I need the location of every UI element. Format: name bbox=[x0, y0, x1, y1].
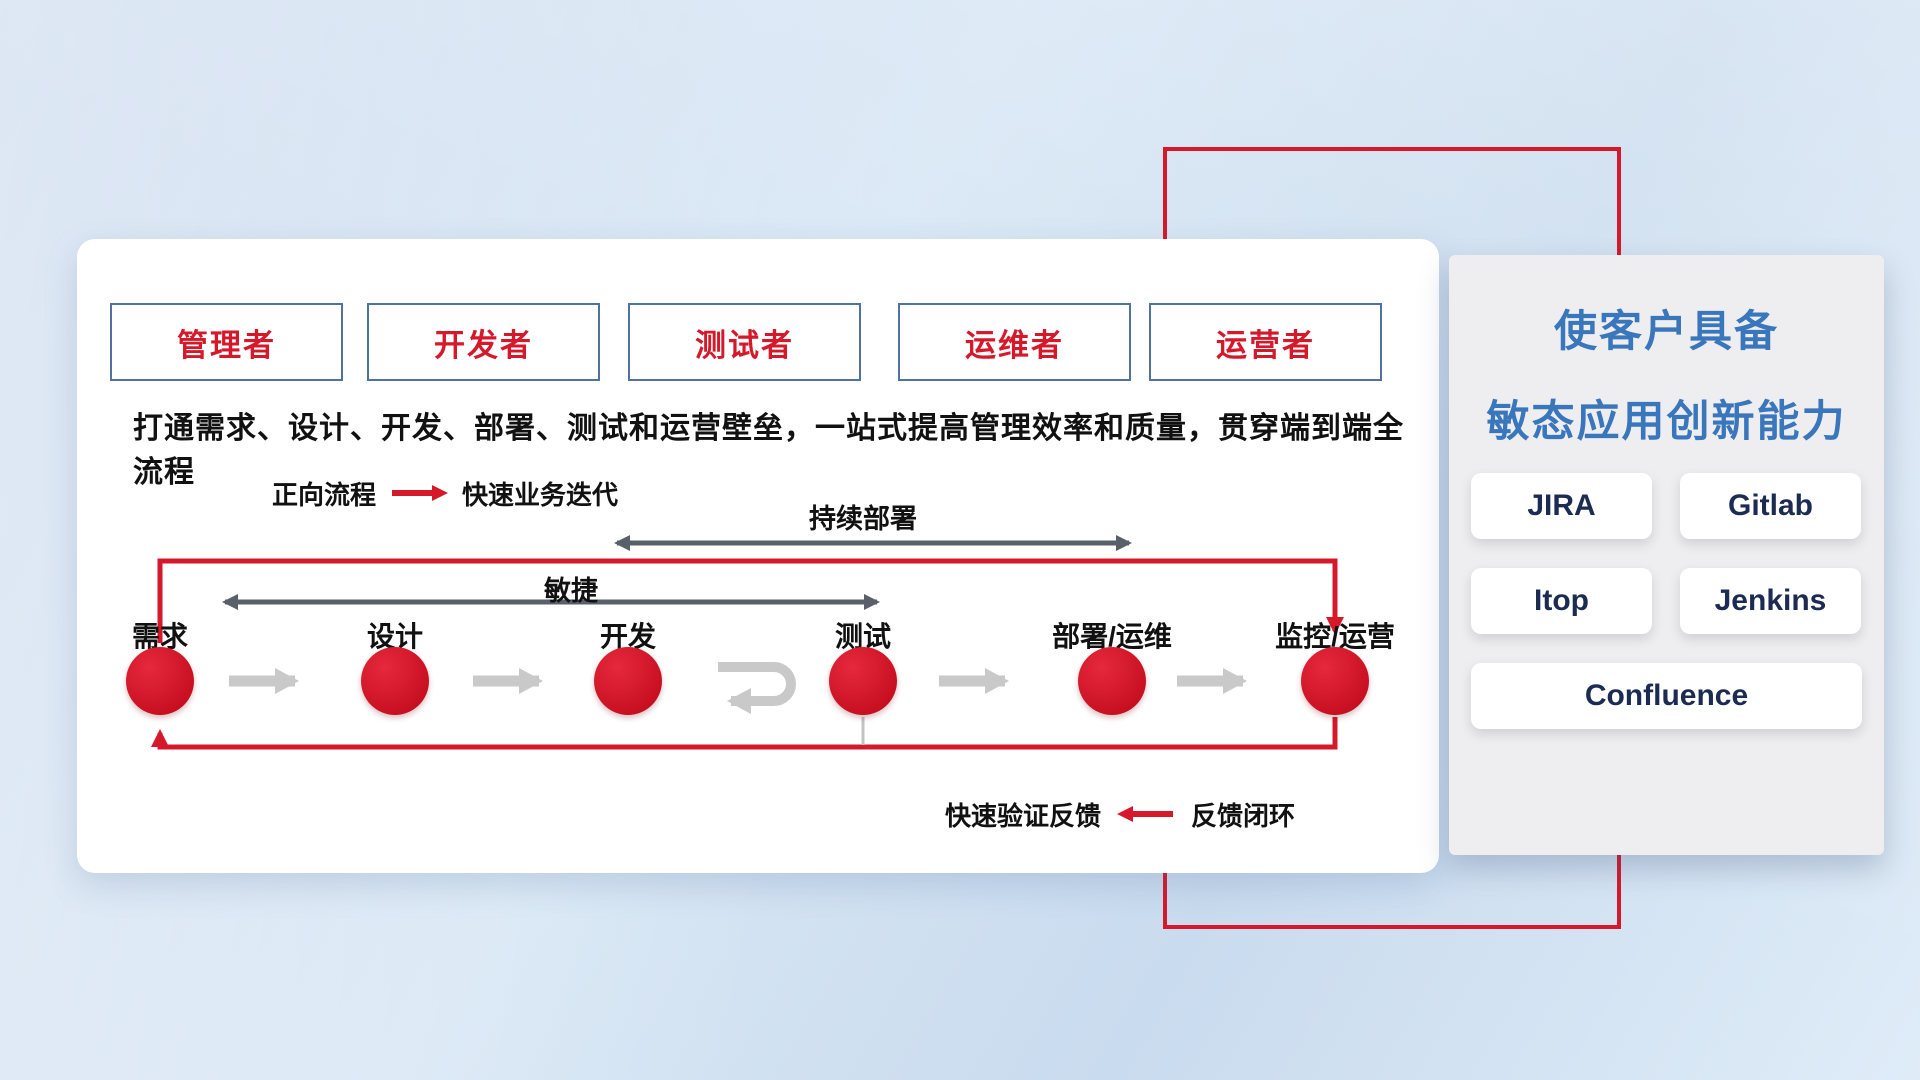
node-circle-requirements bbox=[126, 647, 194, 715]
role-box-manager: 管理者 bbox=[110, 303, 343, 381]
role-label: 管理者 bbox=[177, 327, 276, 363]
legend-forward-label: 正向流程 bbox=[272, 479, 377, 510]
flow-arrows-layer bbox=[151, 535, 1344, 750]
node-label-deploy-ops: 部署/运维 bbox=[1052, 621, 1172, 652]
tools-grid: JIRA Gitlab Itop Jenkins Confluence bbox=[1471, 473, 1862, 729]
panel-title-line1: 使客户具备 bbox=[1554, 308, 1779, 356]
tool-itop: Itop bbox=[1471, 568, 1652, 634]
node-label-design: 设计 bbox=[366, 621, 423, 652]
tool-jira: JIRA bbox=[1471, 473, 1652, 539]
tool-gitlab: Gitlab bbox=[1680, 473, 1861, 539]
node-circle-deploy-ops bbox=[1078, 647, 1146, 715]
left-arrow-icon bbox=[1117, 806, 1174, 822]
iteration-uturn-icon bbox=[718, 662, 796, 714]
legend-feedback: 快速验证反馈 反馈闭环 bbox=[945, 797, 1295, 831]
role-label: 开发者 bbox=[434, 327, 533, 363]
node-label-development: 开发 bbox=[599, 621, 656, 652]
legend-forward-value: 快速业务迭代 bbox=[462, 479, 619, 510]
forward-loop-line bbox=[157, 558, 1344, 643]
agile-label: 敏捷 bbox=[544, 576, 598, 606]
continuous-deploy-label: 持续部署 bbox=[809, 504, 917, 534]
node-label-requirements: 需求 bbox=[131, 621, 188, 652]
node-circle-development bbox=[594, 647, 662, 715]
right-arrow-icon bbox=[392, 485, 449, 501]
node-label-monitor-operate: 监控/运营 bbox=[1275, 621, 1395, 652]
node-circle-testing bbox=[829, 647, 897, 715]
node-circle-design bbox=[361, 647, 429, 715]
panel-title-line2: 敏态应用创新能力 bbox=[1486, 398, 1847, 446]
feedback-loop-line bbox=[151, 717, 1338, 750]
flow-description: 打通需求、设计、开发、部署、测试和运营壁垒，一站式提高管理效率和质量，贯穿端到端… bbox=[133, 412, 1404, 489]
role-label: 运营者 bbox=[1216, 327, 1315, 363]
role-box-tester: 测试者 bbox=[628, 303, 861, 381]
tool-confluence: Confluence bbox=[1471, 663, 1862, 729]
legend-forward: 正向流程 快速业务迭代 bbox=[272, 477, 619, 510]
role-label: 测试者 bbox=[695, 327, 794, 363]
legend-feedback-value: 反馈闭环 bbox=[1191, 800, 1296, 831]
tool-jenkins: Jenkins bbox=[1680, 568, 1861, 634]
capability-panel: 使客户具备 敏态应用创新能力 JIRA Gitlab Itop Jenkins … bbox=[1449, 255, 1884, 855]
node-circle-monitor-operate bbox=[1301, 647, 1369, 715]
role-box-ops: 运维者 bbox=[898, 303, 1131, 381]
role-label: 运维者 bbox=[965, 327, 1064, 363]
role-box-developer: 开发者 bbox=[367, 303, 600, 381]
node-label-testing: 测试 bbox=[834, 621, 891, 652]
role-box-operator: 运营者 bbox=[1149, 303, 1382, 381]
devops-flow-card: 管理者 开发者 测试者 运维者 运营者 打通需求、设计、开发、部署、测试和运营壁… bbox=[77, 239, 1439, 873]
legend-feedback-label: 快速验证反馈 bbox=[945, 800, 1102, 831]
